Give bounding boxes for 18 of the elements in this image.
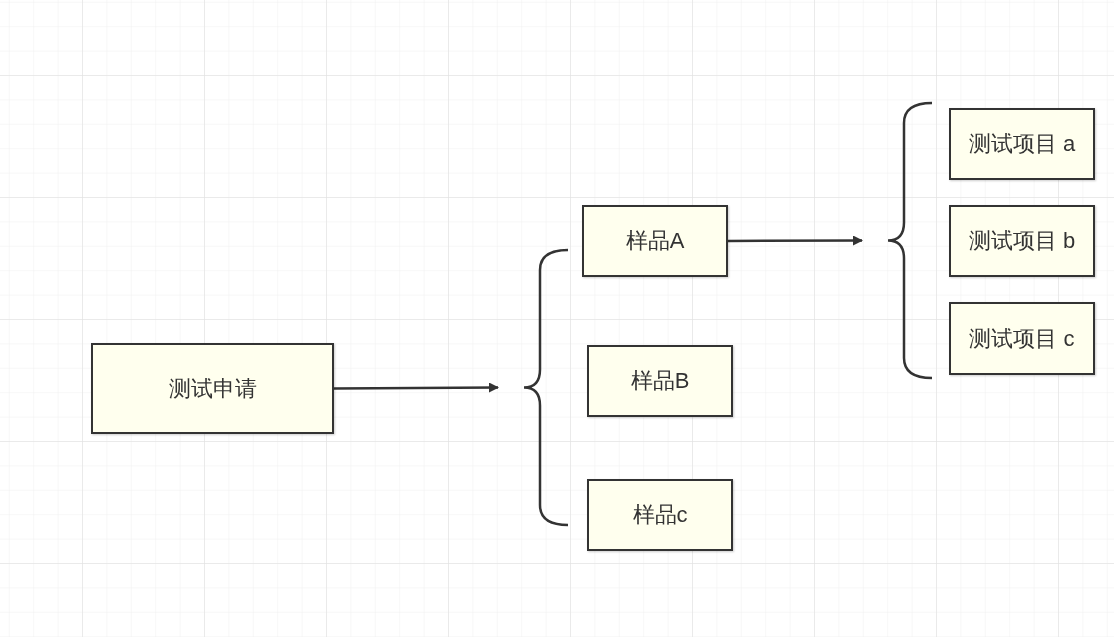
box-label: 测试申请 [167,374,258,403]
process-box [949,302,1095,375]
process-box [582,205,728,277]
process-box [949,108,1095,180]
box-label: 样品B [629,367,691,395]
box-label: 样品c [631,501,689,529]
arrow [728,235,863,246]
box-label: 测试项目 c [968,324,1076,353]
process-box [587,479,733,551]
curly-brace [886,101,934,380]
process-box [949,205,1095,277]
arrow [334,382,499,393]
box-label: 测试项目 a [967,130,1077,158]
curly-brace [522,248,570,527]
box-label: 测试项目 b [967,227,1077,255]
process-box [587,345,733,417]
process-box [91,343,334,434]
box-label: 样品A [624,227,686,255]
